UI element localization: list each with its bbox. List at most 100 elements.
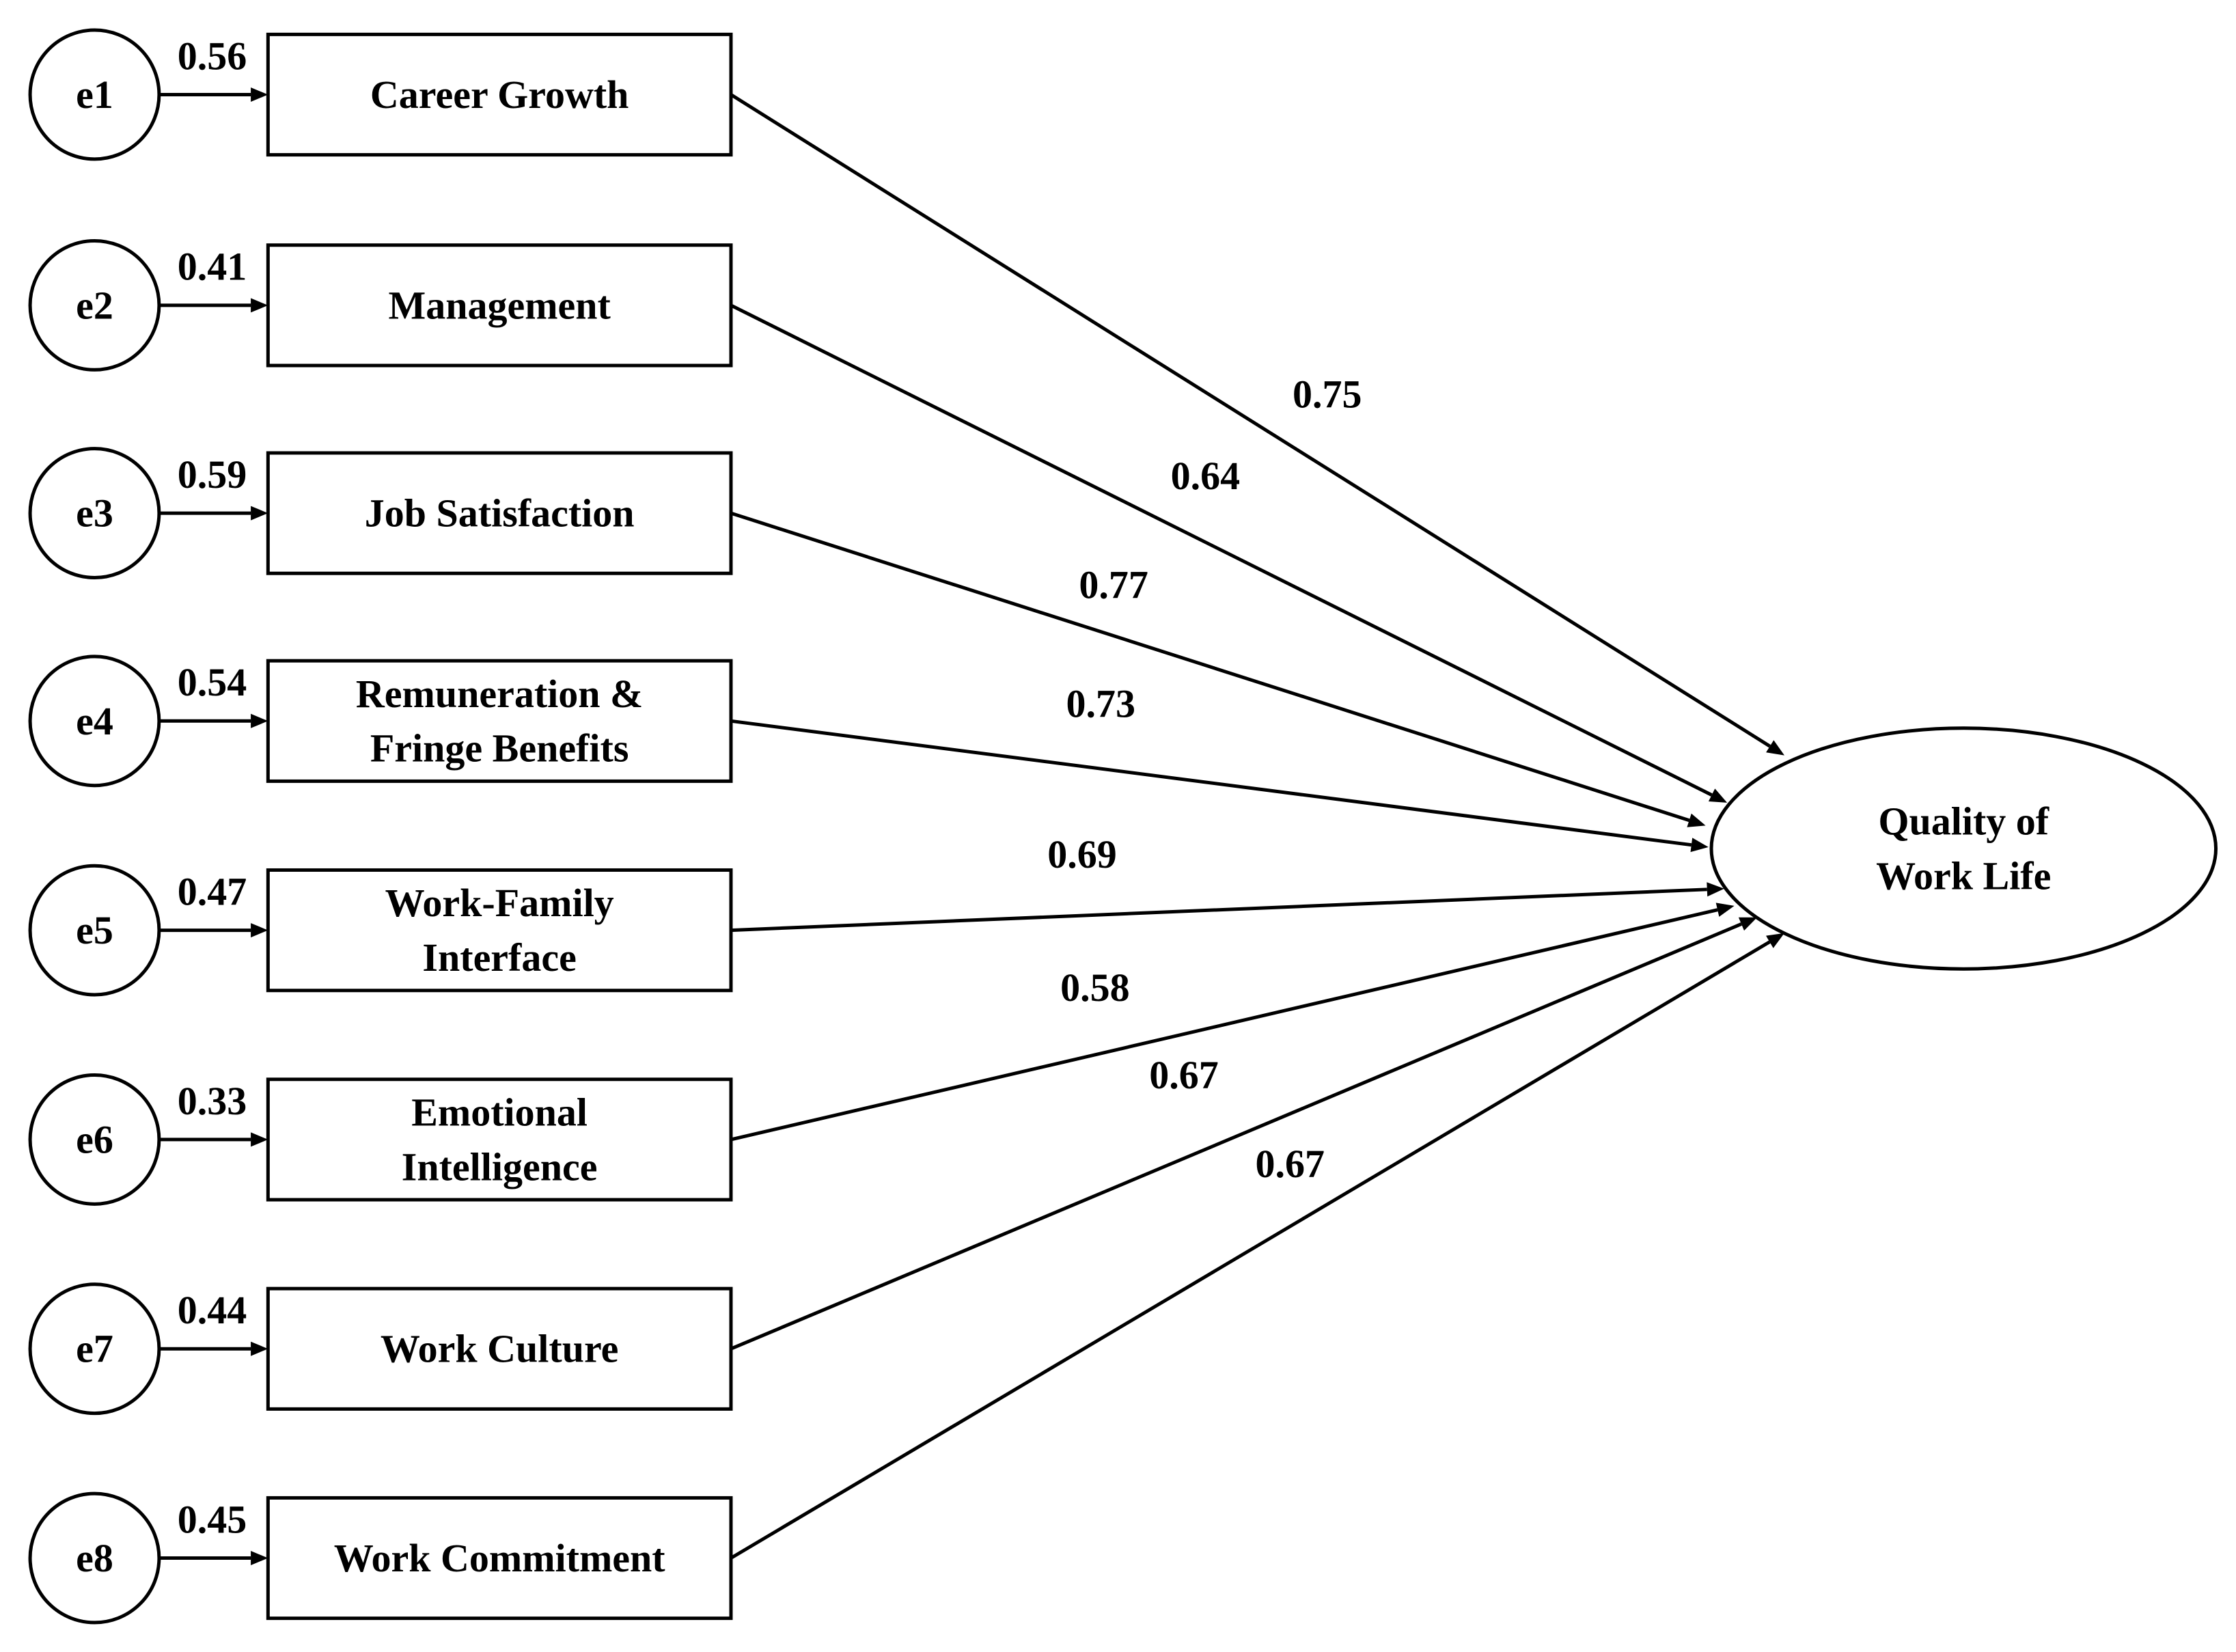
loading-label-3: 0.77 bbox=[1079, 562, 1148, 607]
indicator-box-1: Career Growth bbox=[266, 32, 733, 157]
error-circle bbox=[28, 28, 161, 161]
error-variance-e3: 0.59 bbox=[178, 452, 247, 497]
loading-arrow-6-line bbox=[730, 908, 1718, 1142]
error-term-e7: e7 bbox=[28, 1282, 161, 1416]
loading-label-2: 0.64 bbox=[1171, 454, 1241, 498]
error-arrow-e2 bbox=[158, 298, 268, 313]
indicator-box-8: Work Commitment bbox=[266, 1496, 733, 1621]
loading-arrow-4-line bbox=[730, 719, 1692, 847]
error-arrow-e1 bbox=[158, 87, 268, 102]
loading-label-7: 0.67 bbox=[1149, 1053, 1219, 1097]
error-label: e1 bbox=[76, 72, 113, 117]
latent-label-line-2: Work Life bbox=[1876, 853, 2051, 898]
loading-arrow-3 bbox=[730, 511, 1706, 827]
indicator-label-line-2: Interface bbox=[422, 935, 576, 980]
error-arrow-e7 bbox=[158, 1341, 268, 1356]
error-term-e6: e6 bbox=[28, 1073, 161, 1206]
error-variance-e8: 0.45 bbox=[178, 1497, 247, 1541]
error-label: e7 bbox=[76, 1327, 113, 1371]
indicator-label: Career Growth bbox=[370, 72, 629, 117]
error-label: e8 bbox=[76, 1536, 113, 1580]
error-circle bbox=[28, 864, 161, 997]
error-arrow-e5 bbox=[158, 923, 268, 938]
indicator-rect bbox=[266, 451, 733, 575]
error-arrow-e3 bbox=[158, 506, 268, 521]
indicator-rect bbox=[266, 1077, 733, 1202]
loading-arrow-7-line bbox=[730, 922, 1742, 1351]
error-arrow-e8 bbox=[158, 1551, 268, 1565]
loading-label-8: 0.67 bbox=[1255, 1142, 1325, 1186]
loading-arrow-8 bbox=[730, 933, 1784, 1560]
error-circle bbox=[28, 1491, 161, 1625]
loading-arrow-3-arrowhead bbox=[1687, 813, 1706, 827]
error-term-e2: e2 bbox=[28, 238, 161, 372]
error-variance-e2: 0.41 bbox=[178, 245, 247, 289]
loading-label-6: 0.58 bbox=[1060, 965, 1130, 1010]
error-label: e6 bbox=[76, 1117, 113, 1161]
error-variance-e5: 0.47 bbox=[178, 869, 247, 913]
error-arrow-e8-arrowhead bbox=[251, 1551, 268, 1565]
error-circle bbox=[28, 655, 161, 788]
error-variance-e6: 0.33 bbox=[178, 1079, 247, 1123]
loading-arrow-5-line bbox=[730, 887, 1707, 933]
loading-arrow-2 bbox=[730, 303, 1728, 803]
indicator-rect bbox=[266, 1286, 733, 1411]
error-label: e3 bbox=[76, 491, 113, 536]
error-variance-e4: 0.54 bbox=[178, 660, 247, 704]
loading-arrow-7 bbox=[730, 917, 1758, 1351]
error-circle bbox=[28, 1282, 161, 1416]
loading-arrow-1-arrowhead bbox=[1766, 740, 1784, 756]
error-label: e4 bbox=[76, 699, 113, 743]
loading-arrow-8-arrowhead bbox=[1766, 933, 1784, 948]
indicator-label-line-2: Fringe Benefits bbox=[370, 726, 629, 771]
indicator-label: Job Satisfaction bbox=[365, 491, 635, 536]
error-arrow-e6-arrowhead bbox=[251, 1132, 268, 1147]
error-term-e4: e4 bbox=[28, 655, 161, 788]
loading-arrow-2-line bbox=[730, 303, 1713, 797]
error-circle bbox=[28, 238, 161, 372]
error-label: e2 bbox=[76, 283, 113, 327]
loading-arrow-3-line bbox=[730, 511, 1690, 823]
error-arrow-e4 bbox=[158, 713, 268, 728]
error-term-e3: e3 bbox=[28, 447, 161, 579]
error-variance-e1: 0.56 bbox=[178, 33, 247, 78]
error-arrow-e7-arrowhead bbox=[251, 1341, 268, 1356]
indicator-label-line-2: Intelligence bbox=[402, 1144, 598, 1189]
error-term-e5: e5 bbox=[28, 864, 161, 997]
indicator-label-line-1: Emotional bbox=[411, 1090, 588, 1135]
loading-arrow-7-arrowhead bbox=[1738, 917, 1758, 931]
indicator-rect bbox=[266, 32, 733, 157]
error-term-e1: e1 bbox=[28, 28, 161, 161]
latent-quality-of-work-life: Quality of Work Life bbox=[1709, 726, 2218, 971]
indicator-box-7: Work Culture bbox=[266, 1286, 733, 1411]
path-arrows bbox=[158, 87, 1784, 1565]
loading-arrow-1 bbox=[730, 93, 1784, 756]
error-arrow-e4-arrowhead bbox=[251, 713, 268, 728]
loading-arrow-1-line bbox=[730, 93, 1771, 748]
loading-label-4: 0.73 bbox=[1066, 682, 1136, 726]
error-arrow-e1-arrowhead bbox=[251, 87, 268, 102]
latent-label-line-1: Quality of bbox=[1878, 799, 2049, 844]
loading-arrow-5 bbox=[730, 882, 1724, 933]
loading-label-5: 0.69 bbox=[1047, 832, 1117, 877]
indicator-box-2: Management bbox=[266, 243, 733, 368]
loading-label-1: 0.75 bbox=[1293, 372, 1362, 416]
indicator-label: Work Commitment bbox=[334, 1536, 666, 1580]
indicator-label: Work Culture bbox=[381, 1327, 619, 1371]
indicator-rect bbox=[266, 868, 733, 993]
error-arrow-e3-arrowhead bbox=[251, 506, 268, 521]
loading-arrow-4 bbox=[730, 719, 1709, 853]
indicator-label-line-1: Work-Family bbox=[385, 881, 614, 925]
loading-arrow-5-arrowhead bbox=[1707, 882, 1724, 897]
loading-arrow-6-arrowhead bbox=[1715, 903, 1735, 917]
indicator-box-3: Job Satisfaction bbox=[266, 451, 733, 575]
loading-arrow-2-arrowhead bbox=[1708, 788, 1728, 803]
error-variance-e7: 0.44 bbox=[178, 1288, 247, 1332]
indicator-rect bbox=[266, 1496, 733, 1621]
loading-arrow-8-line bbox=[730, 940, 1771, 1560]
error-arrow-e6 bbox=[158, 1132, 268, 1147]
error-term-e8: e8 bbox=[28, 1491, 161, 1625]
